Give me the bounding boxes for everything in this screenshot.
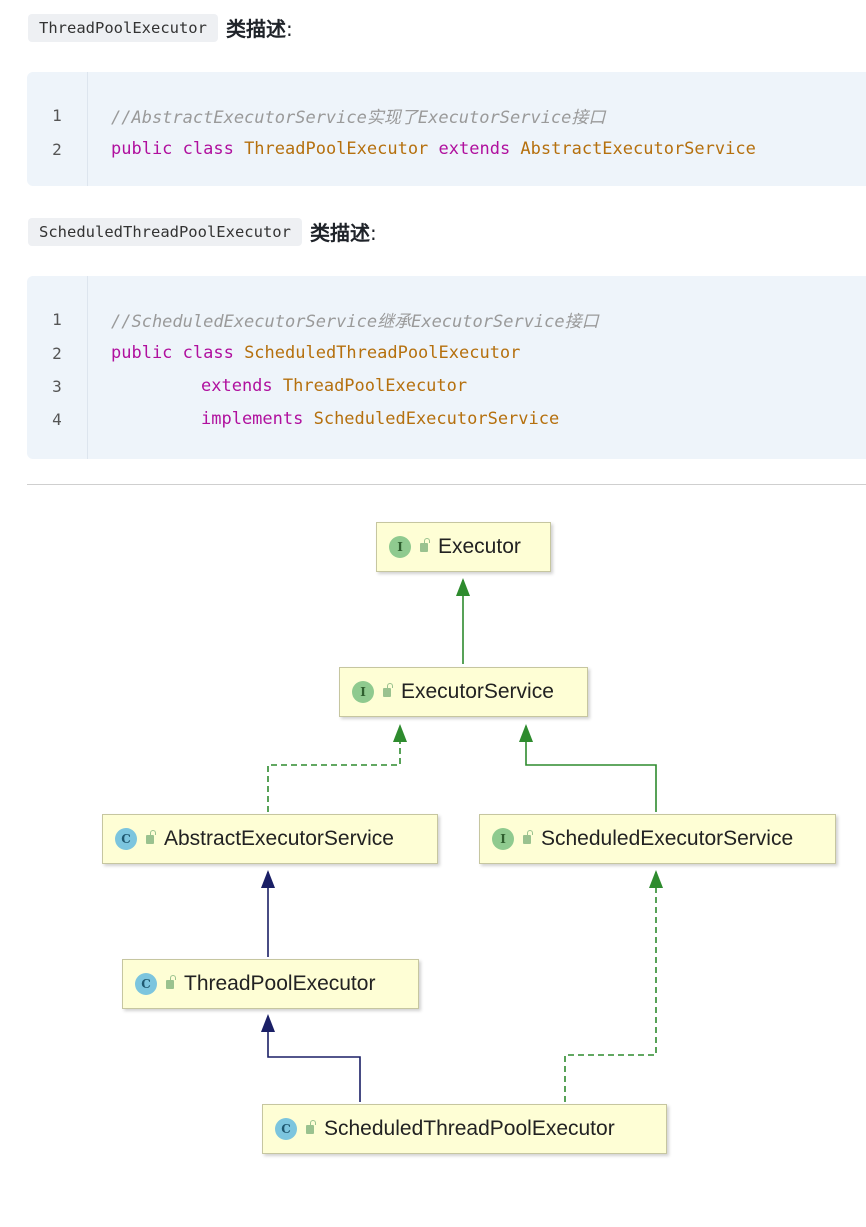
code-comment: //AbstractExecutorService实现了ExecutorServ…: [111, 107, 606, 128]
uml-node-scheduledexecutorservice: I ScheduledExecutorService: [479, 814, 836, 864]
uml-node-name: ScheduledExecutorService: [541, 827, 794, 850]
code-keyword: public class: [111, 343, 245, 363]
inline-code-tag: ThreadPoolExecutor: [28, 13, 218, 42]
code-text: //ScheduledExecutorService继承ExecutorServ…: [111, 307, 599, 332]
heading-colon: :: [369, 221, 377, 245]
edge-scheduledthreadpoolexecutor-scheduledexecutorservice: [564, 870, 663, 1102]
code-text: public class ScheduledThreadPoolExecutor: [111, 343, 520, 363]
code-class-name: ScheduledExecutorService: [313, 409, 560, 429]
diagram-edges: [261, 578, 663, 1102]
code-block[interactable]: 1 //AbstractExecutorService实现了ExecutorSe…: [27, 72, 866, 186]
line-number: 2: [52, 139, 62, 159]
section-heading-threadpoolexecutor: ThreadPoolExecutor 类描述:: [28, 13, 293, 42]
uml-node-executor: I Executor: [376, 522, 551, 572]
code-keyword: public class: [111, 139, 245, 159]
code-class-name: ScheduledThreadPoolExecutor: [244, 343, 521, 363]
heading-label: 类描述: [309, 221, 370, 245]
uml-node-threadpoolexecutor: C ThreadPoolExecutor: [122, 959, 419, 1009]
heading-text: 类描述:: [226, 13, 293, 42]
code-keyword: extends: [428, 139, 521, 159]
code-class-name: ThreadPoolExecutor: [282, 376, 468, 396]
code-class-name: AbstractExecutorService: [520, 139, 756, 159]
code-class-name: ThreadPoolExecutor: [244, 139, 429, 159]
interface-icon: I: [389, 536, 411, 558]
lock-icon: [420, 537, 430, 552]
heading-colon: :: [285, 17, 293, 41]
code-block[interactable]: 1 //ScheduledExecutorService继承ExecutorSe…: [27, 276, 866, 459]
horizontal-divider: [27, 484, 866, 485]
class-icon: C: [135, 973, 157, 995]
code-text: extends ThreadPoolExecutor: [201, 376, 467, 396]
code-text: public class ThreadPoolExecutor extends …: [111, 139, 756, 159]
line-number: 1: [52, 105, 62, 125]
line-number: 3: [52, 376, 62, 396]
interface-icon: I: [492, 828, 514, 850]
heading-text: 类描述:: [310, 217, 377, 246]
uml-node-executorservice: I ExecutorService: [339, 667, 588, 717]
class-hierarchy-diagram: I Executor I ExecutorService C AbstractE…: [0, 490, 866, 1190]
inline-code-tag: ScheduledThreadPoolExecutor: [28, 217, 302, 246]
uml-node-scheduledthreadpoolexecutor: C ScheduledThreadPoolExecutor: [262, 1104, 667, 1154]
code-keyword: extends: [201, 376, 283, 396]
code-text: implements ScheduledExecutorService: [201, 409, 559, 429]
interface-icon: I: [352, 681, 374, 703]
code-keyword: implements: [201, 409, 314, 429]
edge-executorservice-executor: [456, 578, 470, 664]
lock-icon: [306, 1119, 316, 1134]
line-number: 1: [52, 309, 62, 329]
uml-node-name: Executor: [438, 535, 521, 558]
lock-icon: [523, 829, 533, 844]
edge-scheduledthreadpoolexecutor-threadpoolexecutor: [261, 1014, 361, 1102]
line-number: 2: [52, 343, 62, 363]
uml-node-abstractexecutorservice: C AbstractExecutorService: [102, 814, 438, 864]
edge-scheduledexecutorservice-executorservice: [519, 724, 657, 812]
edge-threadpoolexecutor-abstractexecutorservice: [261, 870, 275, 957]
section-heading-scheduledthreadpoolexecutor: ScheduledThreadPoolExecutor 类描述:: [28, 217, 377, 246]
abstract-class-icon: C: [115, 828, 137, 850]
line-number: 4: [52, 409, 62, 429]
edge-abstractexecutorservice-executorservice: [267, 724, 407, 812]
lock-icon: [383, 682, 393, 697]
class-icon: C: [275, 1118, 297, 1140]
lock-icon: [146, 829, 156, 844]
code-text: //AbstractExecutorService实现了ExecutorServ…: [111, 103, 605, 128]
uml-node-name: ThreadPoolExecutor: [184, 972, 376, 995]
line-number-gutter: [27, 72, 88, 186]
uml-node-name: ExecutorService: [401, 680, 554, 703]
code-comment: //ScheduledExecutorService继承ExecutorServ…: [111, 311, 599, 332]
lock-icon: [166, 974, 176, 989]
uml-node-name: AbstractExecutorService: [164, 827, 394, 850]
line-number-gutter: [27, 276, 88, 459]
uml-node-name: ScheduledThreadPoolExecutor: [324, 1117, 615, 1140]
heading-label: 类描述: [225, 17, 286, 41]
